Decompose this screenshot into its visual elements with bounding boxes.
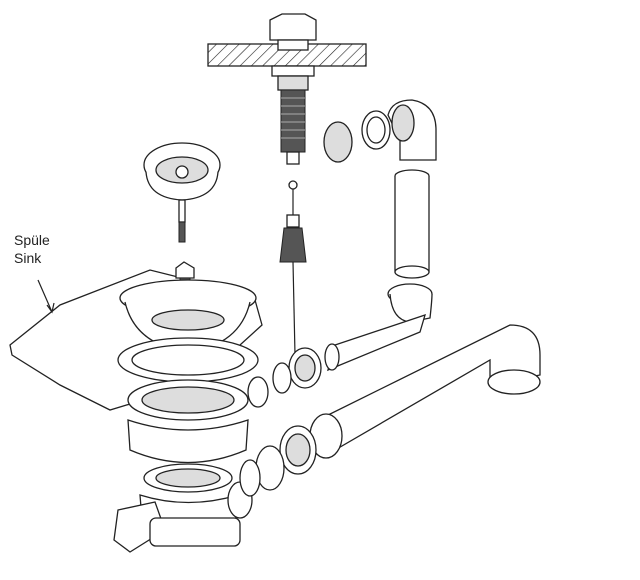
strainer-basket <box>143 142 221 243</box>
ball-end <box>288 180 298 190</box>
strainer-body <box>117 279 259 531</box>
bowden-cable <box>292 261 296 356</box>
label-spuele: Spüle <box>14 232 50 248</box>
overflow-fitting <box>323 99 437 163</box>
overflow-pipe <box>324 169 433 372</box>
cable-connector <box>279 227 307 263</box>
drain-pipe <box>239 324 541 497</box>
nut-and-seals <box>247 347 322 408</box>
actuator-knob <box>269 13 317 91</box>
trap-body <box>113 481 253 553</box>
label-sink: Sink <box>14 250 42 266</box>
threaded-rod <box>280 89 306 153</box>
pointer-arrow <box>37 279 55 314</box>
